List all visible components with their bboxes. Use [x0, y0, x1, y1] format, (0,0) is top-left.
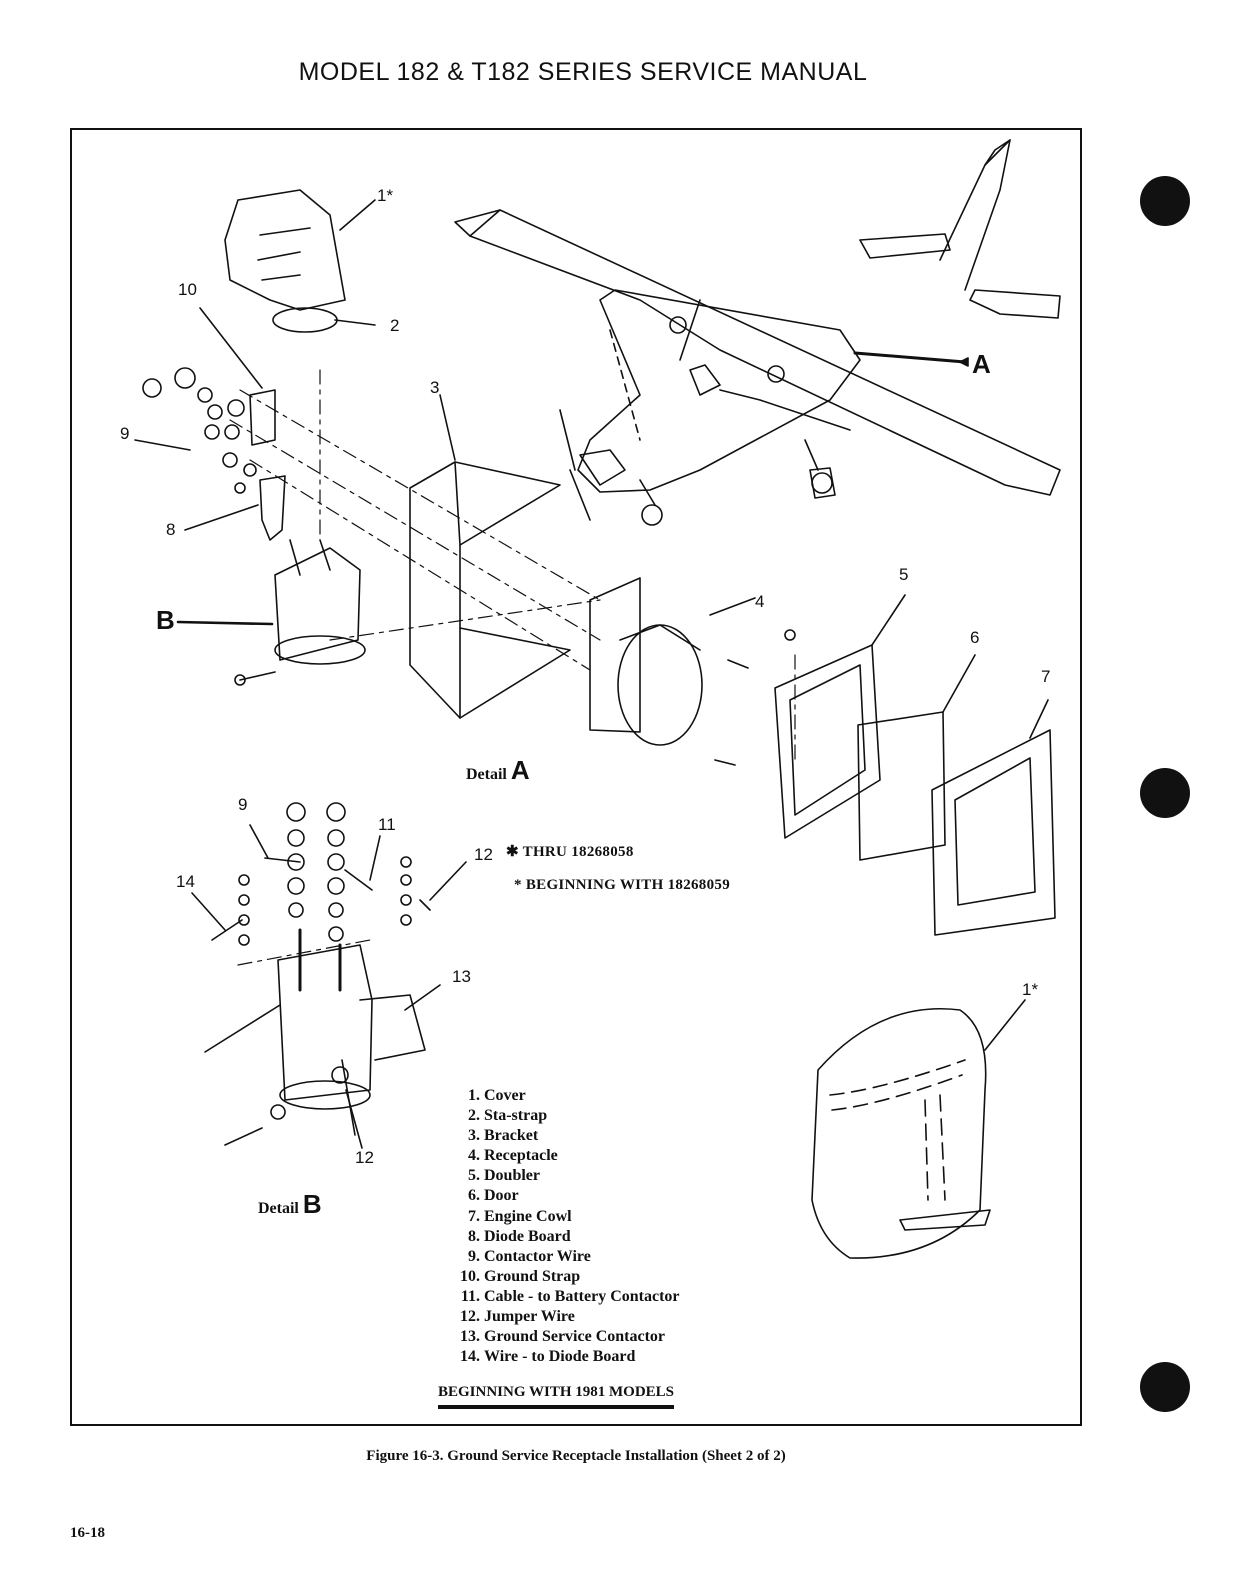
- callout-5: 5: [899, 565, 909, 584]
- callout-detail-a-marker: A: [972, 349, 991, 379]
- binder-hole-top: [1140, 176, 1190, 226]
- parts-legend: 1.Cover 2.Sta-strap 3.Bracket 4.Receptac…: [444, 1086, 680, 1367]
- bracket-drawing: [409, 394, 571, 719]
- detail-b-contactor-drawing: [204, 944, 441, 1146]
- hardware-drawing: [142, 367, 286, 541]
- callout-11: 11: [378, 815, 396, 834]
- callout-3: 3: [430, 378, 440, 397]
- note-beginning-serial: * BEGINNING WITH 18268059: [514, 877, 731, 893]
- legend-item: 12.Jumper Wire: [460, 1308, 575, 1326]
- legend-item: 1.Cover: [468, 1087, 526, 1104]
- binder-hole-bottom: [1140, 1362, 1190, 1412]
- callout-9-top: 9: [120, 424, 130, 443]
- receptacle-drawing: [589, 577, 756, 766]
- callout-1-bottom: 1*: [1022, 980, 1039, 999]
- legend-item: 14.Wire - to Diode Board: [460, 1348, 636, 1366]
- contactor-top-drawing: [234, 539, 366, 686]
- doubler-door-cowl-drawing: [774, 594, 1056, 936]
- callout-12-marker: 12: [474, 845, 493, 864]
- binder-hole-middle: [1140, 768, 1190, 818]
- legend-item: 3.Bracket: [468, 1127, 539, 1145]
- legend-item: 10.Ground Strap: [460, 1267, 581, 1285]
- legend-item: 13.Ground Service Contactor: [460, 1328, 666, 1346]
- callout-14: 14: [176, 872, 195, 891]
- callout-detail-b-marker: B: [156, 605, 175, 635]
- figure-frame: [70, 128, 1082, 1426]
- callout-10: 10: [178, 280, 197, 299]
- callout-9-detail: 9: [238, 795, 248, 814]
- cover-top-drawing: [224, 189, 376, 333]
- callout-6: 6: [970, 628, 980, 647]
- callout-13: 13: [452, 967, 471, 986]
- callout-4: 4: [755, 592, 765, 611]
- legend-item: 9.Contactor Wire: [468, 1247, 591, 1265]
- detail-b-label: Detail B: [258, 1189, 322, 1219]
- callout-1-top: 1*: [377, 186, 394, 205]
- callout-12: 12: [355, 1148, 374, 1167]
- legend-item: 8.Diode Board: [468, 1227, 571, 1245]
- callout-7: 7: [1041, 667, 1051, 686]
- note-thru-serial: ✱ THRU 18268058: [506, 844, 634, 860]
- detail-a-label: Detail A: [466, 755, 530, 785]
- detail-b-hardware: [211, 802, 431, 992]
- legend-item: 7.Engine Cowl: [468, 1207, 572, 1225]
- legend-item: 5.Doubler: [468, 1167, 540, 1185]
- page-header: MODEL 182 & T182 SERIES SERVICE MANUAL: [298, 58, 868, 86]
- callout-8: 8: [166, 520, 176, 539]
- cover-bottom-drawing: [811, 999, 1026, 1259]
- legend-item: 2.Sta-strap: [468, 1107, 548, 1125]
- figure-caption: Figure 16-3. Ground Service Receptacle I…: [366, 1448, 786, 1464]
- page-number: 16-18: [70, 1525, 105, 1541]
- effectivity-banner: BEGINNING WITH 1981 MODELS: [438, 1384, 675, 1409]
- callout-2: 2: [390, 316, 400, 335]
- legend-item: 11.Cable - to Battery Contactor: [460, 1287, 680, 1305]
- legend-item: 6.Door: [468, 1187, 519, 1205]
- aircraft-drawing: [454, 139, 1061, 526]
- legend-item: 4.Receptacle: [468, 1147, 558, 1165]
